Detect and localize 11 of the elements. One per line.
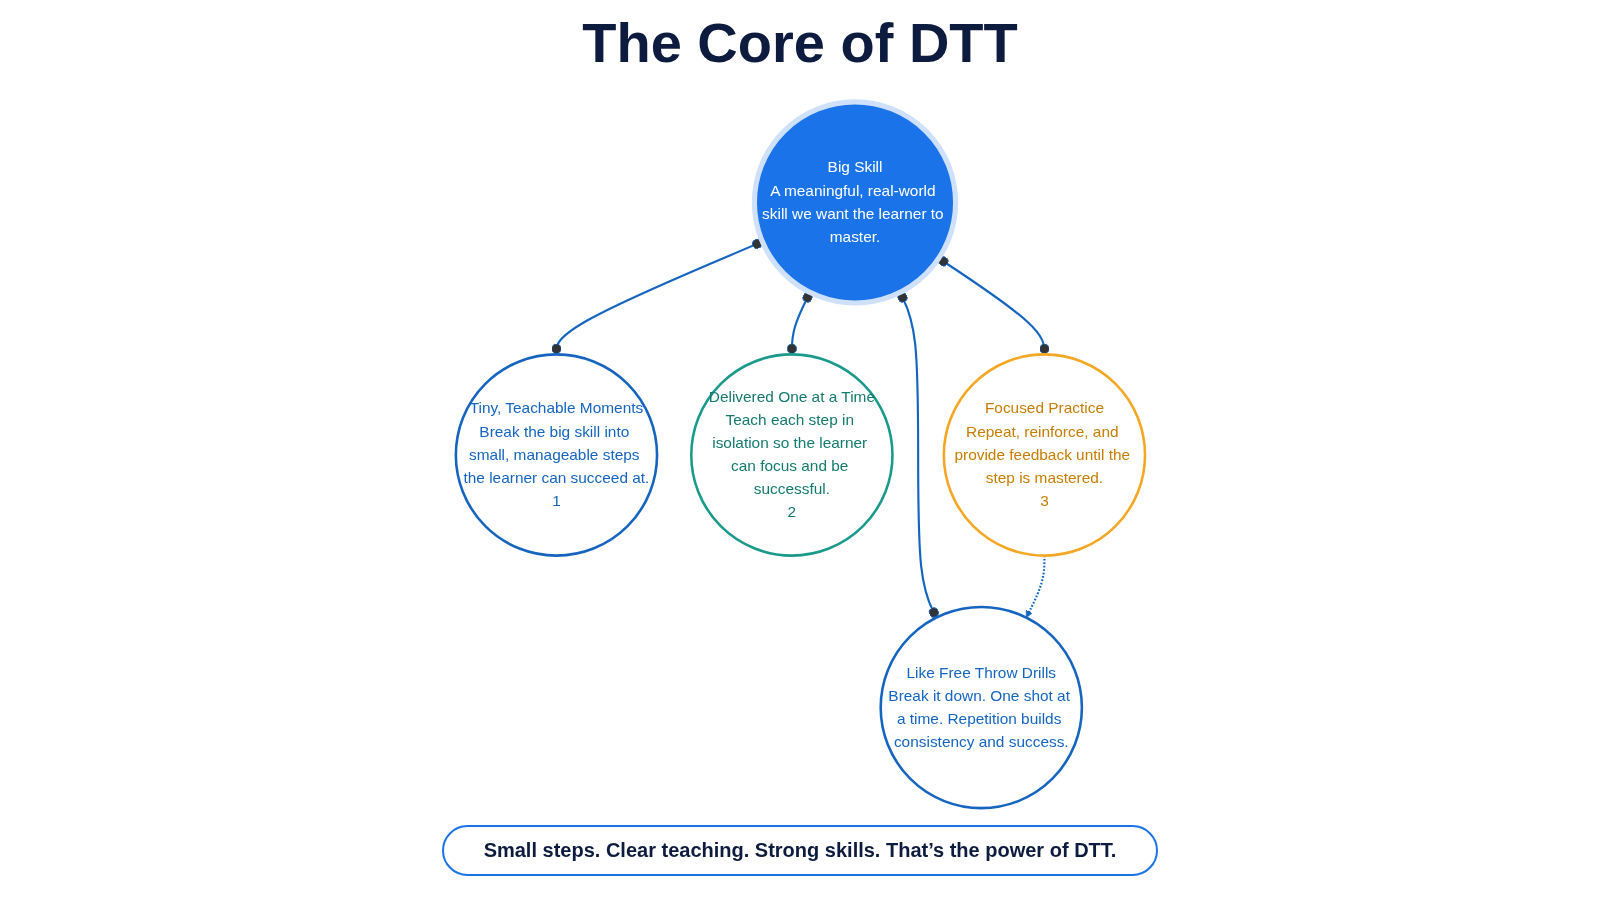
node-circle: Like Free Throw Drills Break it down. One shot at a time. Repetition builds consistency and success.: [878, 605, 1083, 810]
node-circle: Delivered One at a Time Teach each step in isolation so the learner can focus and be successful. 2: [689, 353, 894, 557]
node-circle: Big Skill A meaningful, real-world skill we want the learner to master.: [751, 99, 958, 306]
node-circle: Focused Practice Repeat, reinforce, and provide feedback until the step is mastered. 3: [942, 353, 1146, 557]
connector: [896, 291, 939, 619]
title: The Core of DTT: [582, 11, 1018, 74]
caption: Small steps. Clear teaching. Strong skills. That’s the power of DTT.: [441, 825, 1159, 876]
connector: [550, 238, 763, 355]
connector: [937, 256, 1050, 355]
connector: [786, 291, 813, 355]
node-circle: Tiny, Teachable Moments Break the big skill into small, manageable steps the learner can succeed at. 1: [454, 353, 658, 557]
